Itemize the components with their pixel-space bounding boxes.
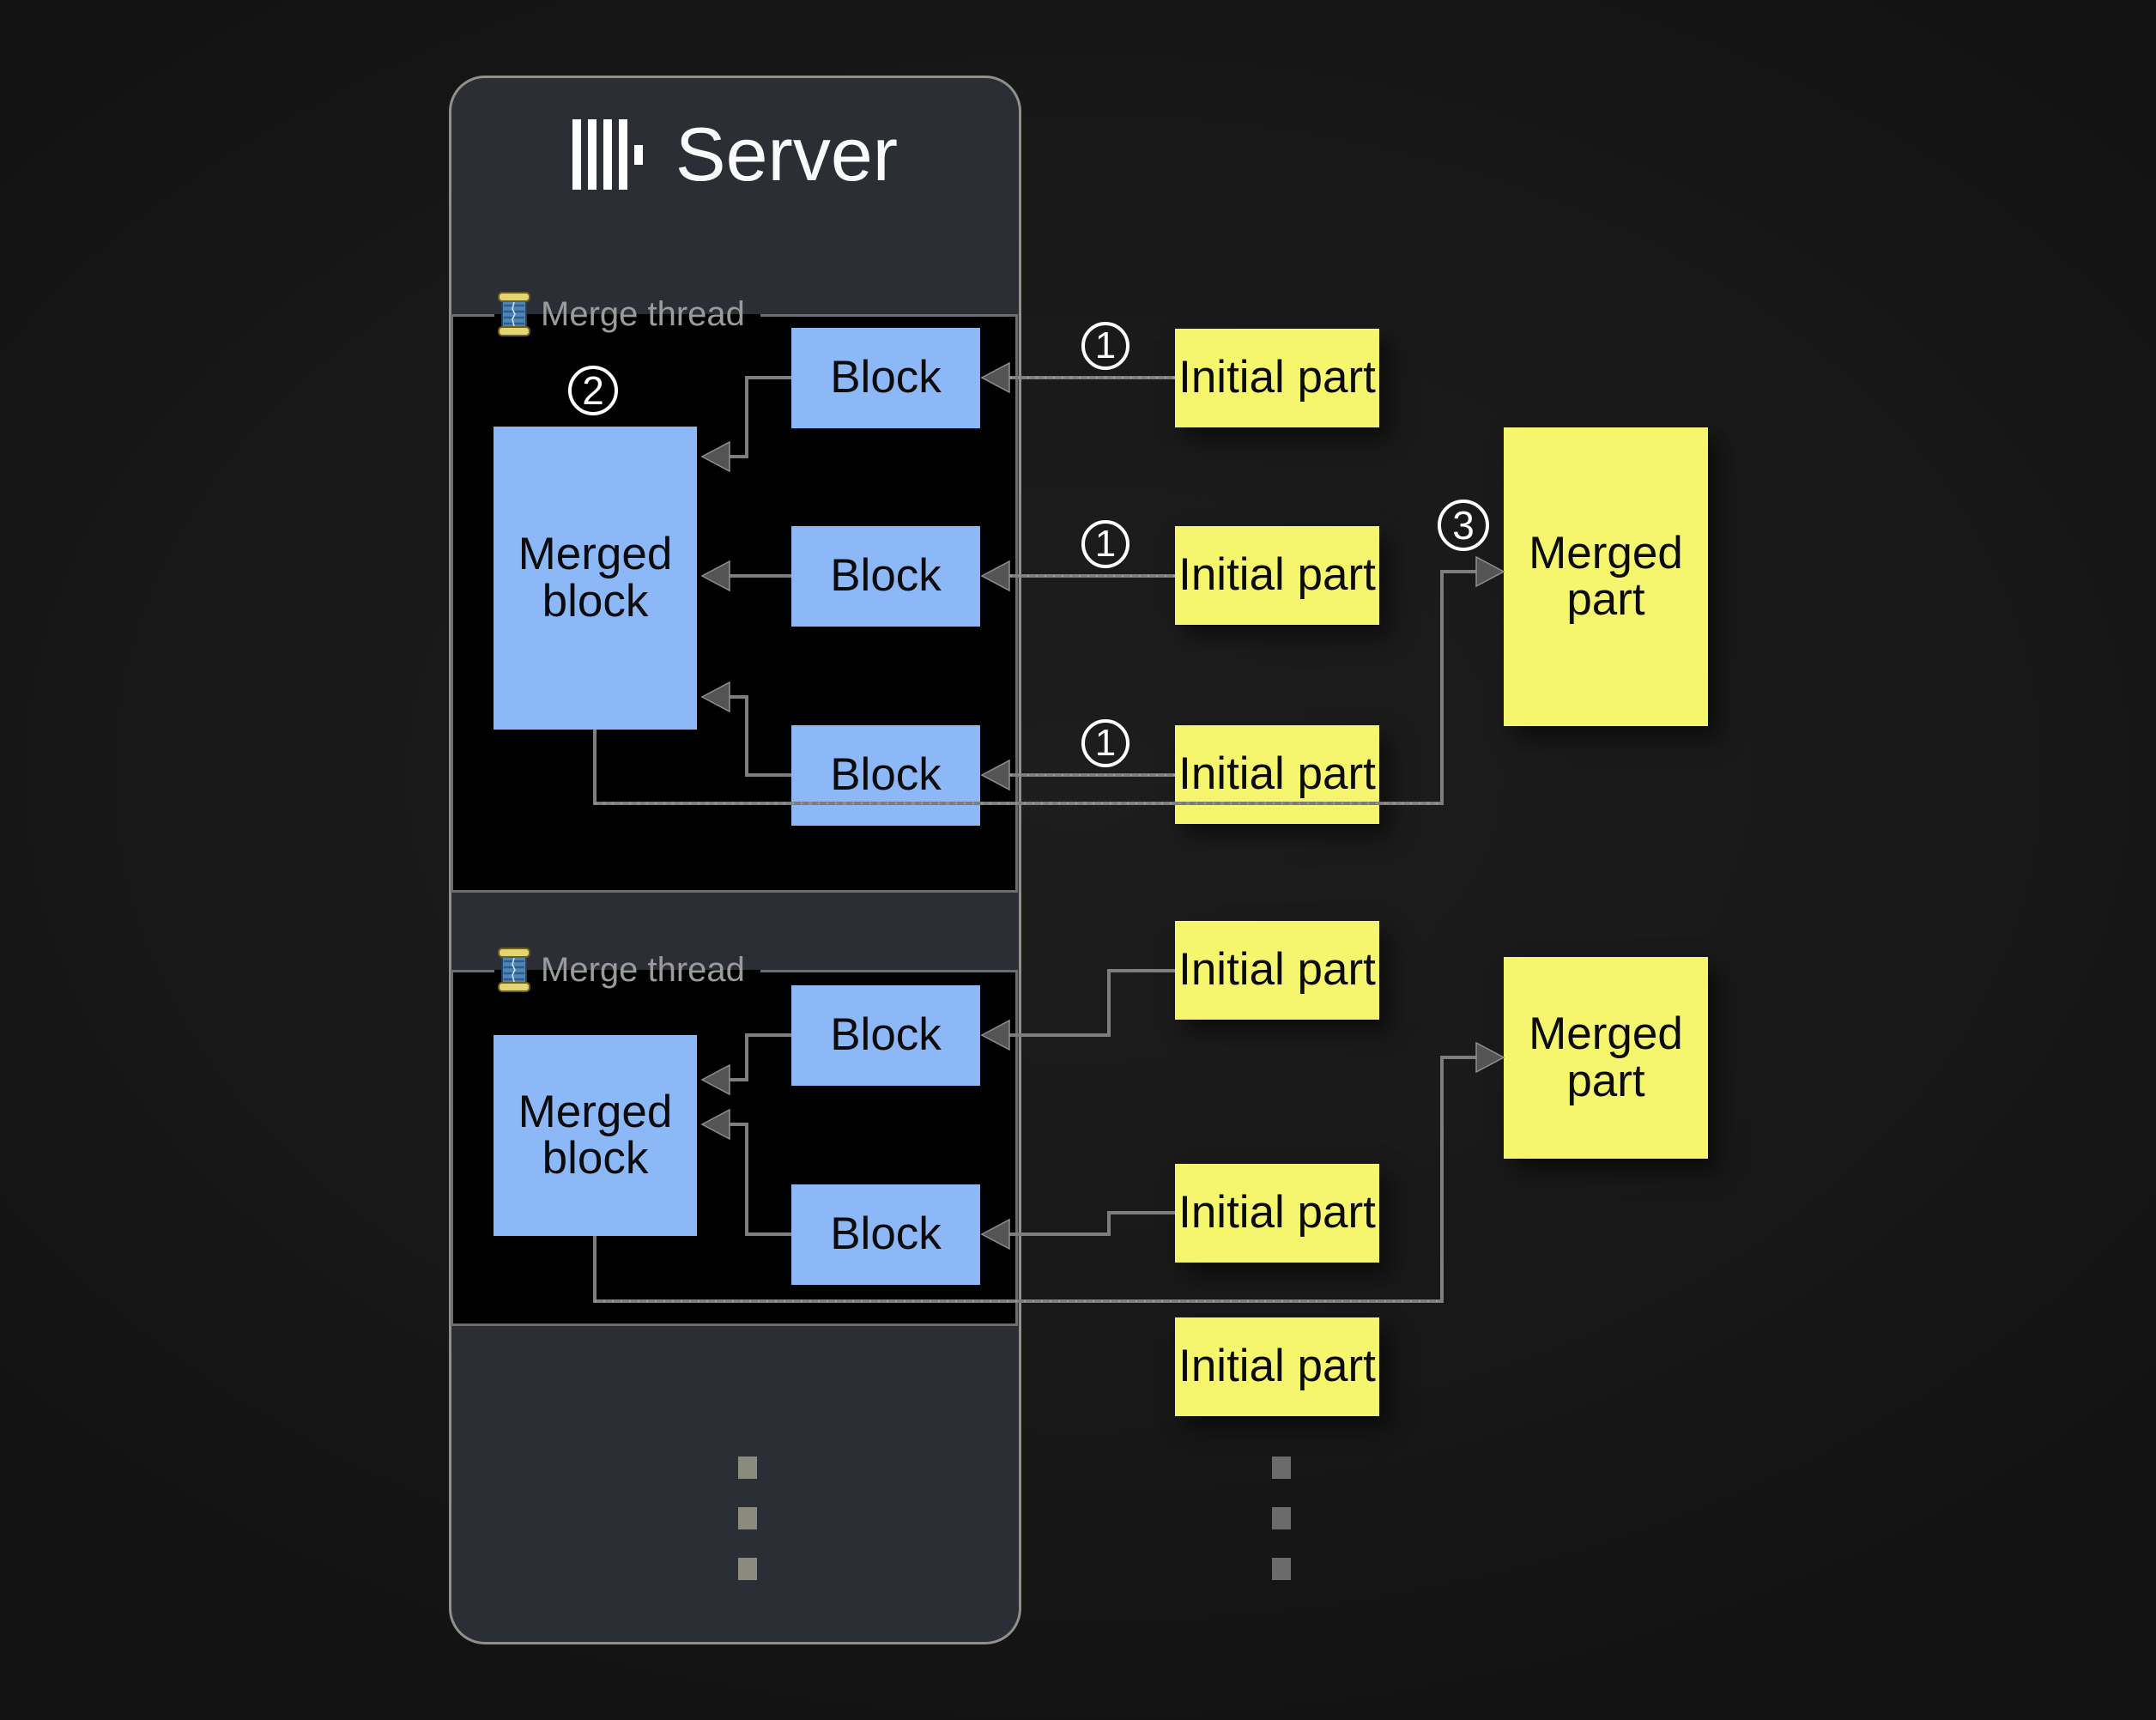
- block: Block: [791, 725, 980, 826]
- arrowhead-right: [1475, 1041, 1505, 1074]
- merge-thread-label-1: Merge thread: [494, 290, 760, 338]
- merge-thread-label-text: Merge thread: [541, 951, 745, 989]
- initial-part: Initial part: [1175, 1317, 1379, 1416]
- step-badge-2: 2: [568, 366, 618, 415]
- clickhouse-logo-icon: [572, 119, 643, 190]
- ellipsis-dots-parts: [1272, 1457, 1291, 1580]
- initial-part: Initial part: [1175, 921, 1379, 1020]
- server-header: Server: [449, 107, 1021, 202]
- ellipsis-dots-server: [738, 1457, 757, 1580]
- thread-spool-icon: [498, 292, 530, 336]
- merged-block: Merged block: [494, 1035, 697, 1236]
- step-badge-3: 3: [1438, 500, 1489, 551]
- arrowhead-right: [1475, 555, 1505, 588]
- initial-part: Initial part: [1175, 725, 1379, 824]
- step-badge-1: 1: [1081, 322, 1129, 370]
- initial-part: Initial part: [1175, 329, 1379, 427]
- block: Block: [791, 328, 980, 428]
- step-badge-1: 1: [1081, 719, 1129, 767]
- block: Block: [791, 526, 980, 627]
- step-badge-1: 1: [1081, 520, 1129, 568]
- block: Block: [791, 1184, 980, 1285]
- initial-part: Initial part: [1175, 526, 1379, 625]
- merged-part: Merged part: [1504, 957, 1708, 1159]
- server-title: Server: [675, 112, 899, 197]
- merged-part: Merged part: [1504, 427, 1708, 726]
- thread-spool-icon: [498, 948, 530, 992]
- initial-part: Initial part: [1175, 1164, 1379, 1263]
- block: Block: [791, 985, 980, 1086]
- merge-thread-label-2: Merge thread: [494, 946, 760, 994]
- merged-block: Merged block: [494, 427, 697, 730]
- merge-thread-label-text: Merge thread: [541, 295, 745, 333]
